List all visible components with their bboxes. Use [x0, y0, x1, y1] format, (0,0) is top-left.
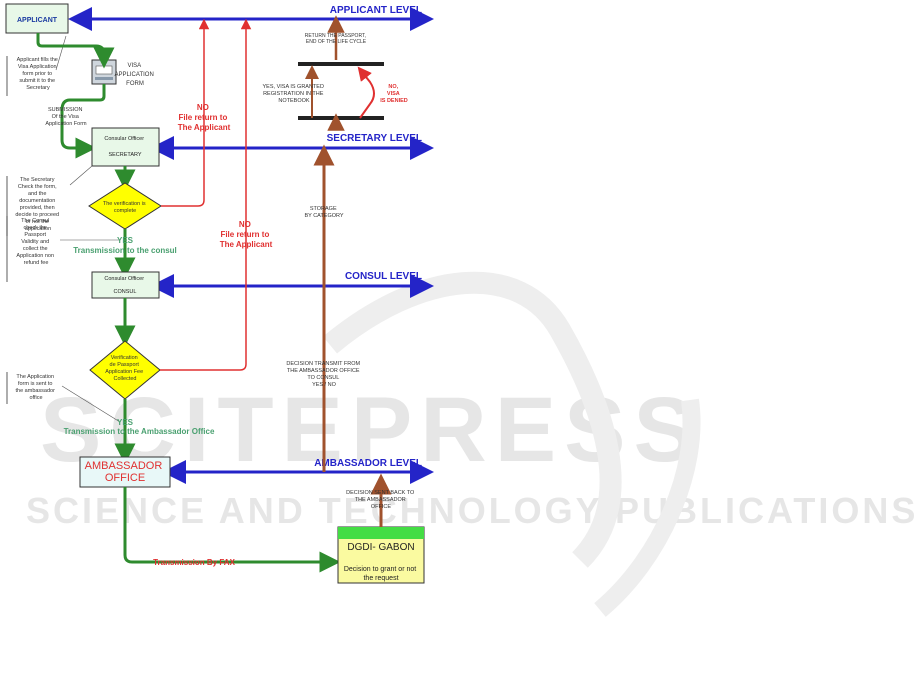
secretary-level-label: SECRETARY LEVEL: [327, 133, 422, 144]
flow-no-return-2: [160, 18, 252, 371]
visa-form-label: VISA APPLICATION FORM: [115, 63, 156, 87]
flow-ambassador-to-dgdi: [123, 487, 341, 573]
consul-note: The Consul check the Passport Validity a…: [16, 218, 55, 266]
applicant-note-pointer: [55, 35, 67, 71]
secretary-box-label: Consular Officer SECRETARY: [104, 136, 145, 158]
ambassador-box-label: AMBASSADOR OFFICE: [85, 460, 166, 484]
dgdi-box-header: [338, 527, 424, 539]
secretary-note-pointer: [69, 165, 93, 186]
transmission-consul-label: Transmission to the consul: [73, 246, 177, 255]
ambassador-note-pointer: [61, 385, 121, 423]
applicant-box: [5, 3, 69, 34]
flow-applicant-to-form: [36, 33, 115, 69]
consul-level-label: CONSUL LEVEL: [345, 271, 422, 282]
consul-box-label: Consular Officer CONSUL: [104, 276, 145, 295]
submission-note: SUBMISSION Of the Visa Application Form: [45, 107, 87, 127]
visa-form-icon-sheet: [95, 65, 113, 75]
transmission-fax-label: Transmission By FAX: [153, 558, 235, 567]
no-visa-label: NO, VISA IS DENIED: [380, 84, 408, 104]
decision-transmit-label: DECISION TRANSMIT FROM THE AMBASSADOR OF…: [286, 361, 361, 388]
visa-form-icon-tray: [95, 77, 113, 80]
no-return-label-2: NO File return to The Applicant: [220, 220, 273, 249]
dgdi-body: Decision to grant or not the request: [344, 566, 418, 582]
ambassador-note: The Application form is sent to the amba…: [16, 374, 57, 401]
decision-sent-label: DECISION SENT BACK TO THE AMBASSADOR OFF…: [346, 490, 416, 510]
flow-form-to-secretary: [60, 84, 106, 159]
watermark-swoosh: [322, 271, 622, 568]
verification-decision-label: The verification is complete: [103, 201, 147, 214]
yes-label-1: YES: [117, 236, 134, 245]
return-passport-label: RETURN THE PASSPORT, END OF THE LIFE CYC…: [305, 33, 368, 45]
storage-label: STORAGE BY CATEGORY: [304, 206, 343, 219]
secretary-box: [91, 127, 160, 167]
ambassador-box: [79, 456, 171, 488]
passport-decision-label: Verification de Passport Application Fee…: [105, 355, 144, 382]
applicant-box-label: APPLICANT: [17, 17, 58, 24]
yes-label-2: YES: [117, 418, 134, 427]
watermark-swoosh-2: [594, 398, 701, 617]
flow-no-return-1: [161, 18, 210, 207]
flow-no-visa: [357, 66, 375, 119]
ambassador-level-label: AMBASSADOR LEVEL: [314, 458, 422, 469]
transmission-ambassador-label: Transmission to the Ambassador Office: [64, 427, 215, 436]
applicant-level-label: APPLICANT LEVEL: [330, 5, 422, 16]
no-return-label-1: NO File return to The Applicant: [178, 103, 231, 132]
secretary-note: The Secretary Check the form, and the do…: [15, 177, 60, 232]
watermark-tagline: SCIENCE AND TECHNOLOGY PUBLICATIONS: [26, 490, 915, 531]
applicant-note: Applicant fills the Visa Application for…: [17, 57, 60, 91]
yes-visa-label: YES, VISA IS GRANTED REGISTRATION IN THE…: [263, 84, 326, 104]
dgdi-title: DGDI- GABON: [347, 542, 414, 553]
